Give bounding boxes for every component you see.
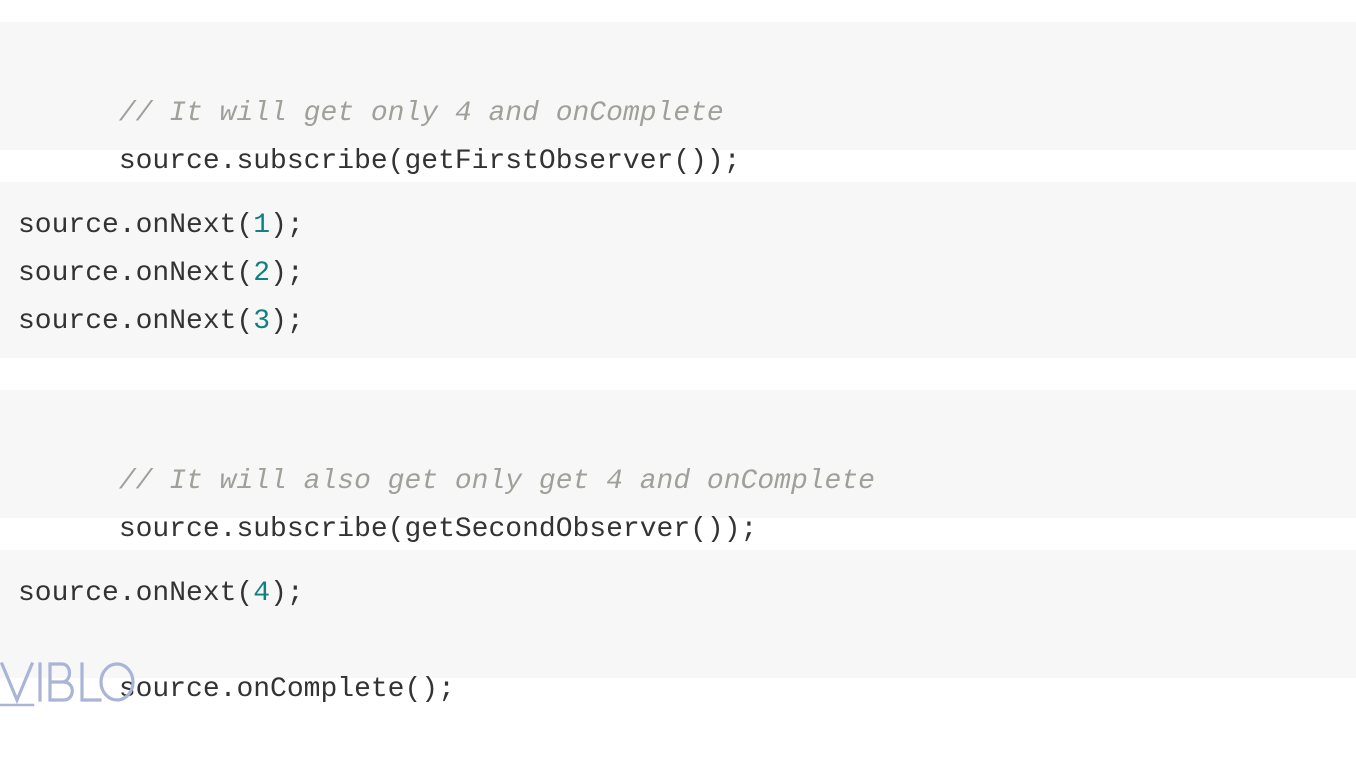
number-literal: 1	[253, 210, 271, 241]
code-statement-prefix: source.onNext(	[18, 306, 254, 337]
code-line: // It will also get only get 4 and onCom…	[18, 410, 1356, 497]
code-block: // It will also get only get 4 and onCom…	[0, 390, 1356, 545]
code-statement: source.subscribe(getSecondObserver());	[118, 514, 758, 545]
code-statement-suffix: );	[270, 258, 304, 289]
code-statement-prefix: source.onNext(	[18, 578, 254, 609]
code-statement-suffix: );	[270, 578, 304, 609]
code-statement-prefix: source.onNext(	[18, 210, 254, 241]
code-comment: // It will get only 4 and onComplete	[118, 98, 724, 129]
code-line: source.onComplete();	[18, 618, 1356, 705]
code-line: source.onNext(1);	[18, 202, 1356, 250]
number-literal: 3	[253, 306, 271, 337]
code-statement: source.onComplete();	[118, 674, 455, 705]
code-comment: // It will also get only get 4 and onCom…	[118, 466, 875, 497]
code-line: // It will get only 4 and onComplete	[18, 42, 1356, 129]
code-block: // It will get only 4 and onComplete sou…	[0, 22, 1356, 177]
viblo-watermark-logo	[0, 661, 135, 707]
number-literal: 2	[253, 258, 271, 289]
code-block: source.onNext(1); source.onNext(2); sour…	[0, 182, 1356, 358]
code-statement-suffix: );	[270, 210, 304, 241]
code-statement-prefix: source.onNext(	[18, 258, 254, 289]
code-line: source.subscribe(getSecondObserver());	[18, 458, 1356, 545]
code-line: source.onNext(4);	[18, 570, 1356, 618]
code-line: source.subscribe(getFirstObserver());	[18, 90, 1356, 177]
code-line: source.onNext(2);	[18, 250, 1356, 298]
code-statement-suffix: );	[270, 306, 304, 337]
code-statement: source.subscribe(getFirstObserver());	[118, 146, 741, 177]
code-block: source.onNext(4); source.onComplete();	[0, 550, 1356, 705]
code-line: source.onNext(3);	[18, 298, 1356, 346]
number-literal: 4	[253, 578, 271, 609]
